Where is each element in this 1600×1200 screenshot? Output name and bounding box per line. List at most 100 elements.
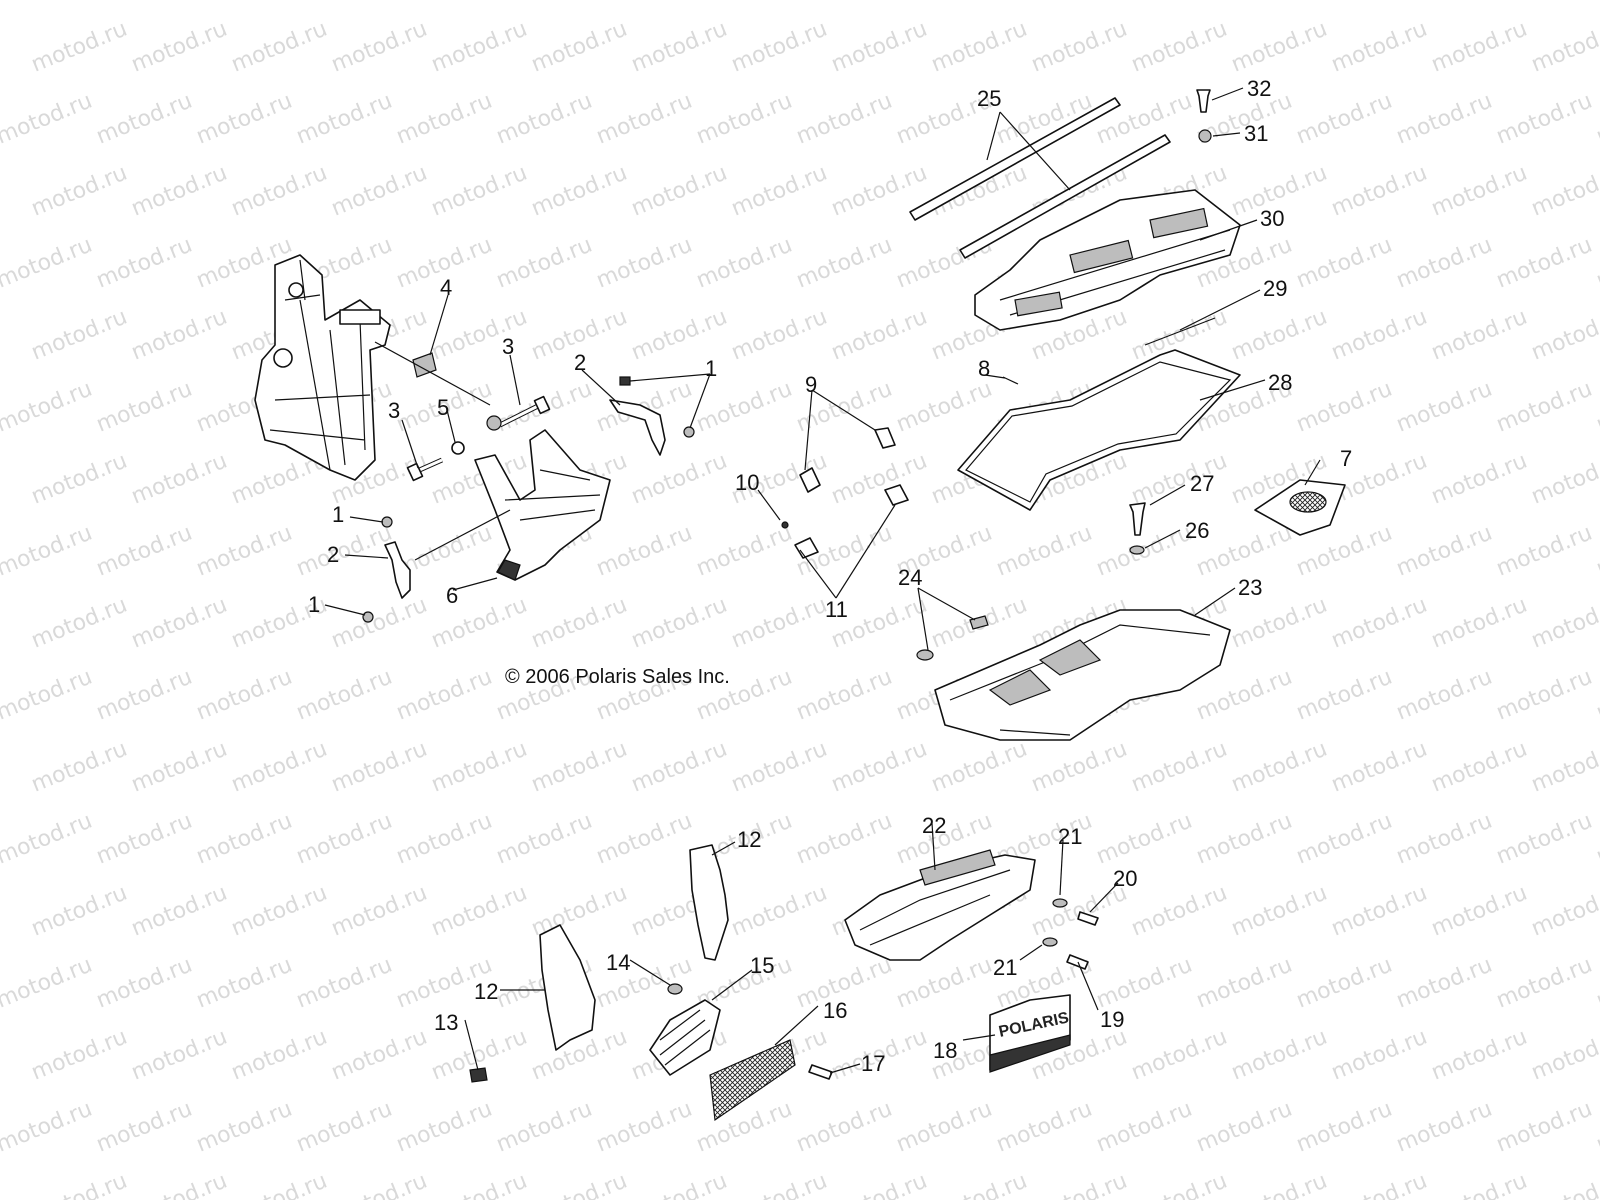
watermark-text: motod.ru	[28, 737, 131, 798]
watermark-text: motod.ru	[28, 1169, 131, 1200]
watermark-text: motod.ru	[193, 521, 296, 582]
callout-11: 11	[825, 597, 848, 622]
watermark-text: motod.ru	[128, 593, 231, 654]
watermark-text: motod.ru	[328, 737, 431, 798]
watermark-text: motod.ru	[228, 737, 331, 798]
watermark-text: motod.ru	[193, 0, 296, 6]
watermark-text: motod.ru	[1328, 593, 1431, 654]
watermark-text: motod.ru	[628, 17, 731, 78]
watermark-text: motod.ru	[1128, 737, 1231, 798]
watermark-text: motod.ru	[1093, 89, 1196, 150]
part-4-block	[412, 352, 437, 378]
watermark-text: motod.ru	[1428, 737, 1531, 798]
callout-29: 29	[1263, 276, 1287, 301]
watermark-text: motod.ru	[1593, 377, 1600, 438]
watermark-text: motod.ru	[0, 1097, 96, 1158]
watermark-text: motod.ru	[993, 1097, 1096, 1158]
watermark-text: motod.ru	[1293, 953, 1396, 1014]
watermark-text: motod.ru	[528, 593, 631, 654]
watermark-text: motod.ru	[493, 1097, 596, 1158]
watermark-text: motod.ru	[1393, 1097, 1496, 1158]
watermark-text: motod.ru	[528, 737, 631, 798]
watermark-text: motod.ru	[928, 1169, 1031, 1200]
callout-27: 27	[1190, 471, 1214, 496]
watermark-text: motod.ru	[1428, 305, 1531, 366]
cover-part-7	[1254, 479, 1346, 536]
callout-1c: 1	[308, 592, 320, 617]
watermark-text: motod.ru	[1593, 233, 1600, 294]
watermark-text: motod.ru	[1293, 809, 1396, 870]
watermark-text: motod.ru	[593, 1097, 696, 1158]
watermark-text: motod.ru	[928, 17, 1031, 78]
watermark-text: motod.ru	[1228, 881, 1331, 942]
watermark-text: motod.ru	[793, 0, 896, 6]
watermark-text: motod.ru	[228, 17, 331, 78]
watermark-text: motod.ru	[493, 809, 596, 870]
watermark-text: motod.ru	[1528, 881, 1600, 942]
watermark-text: motod.ru	[828, 1169, 931, 1200]
watermark-text: motod.ru	[0, 89, 96, 150]
front-rack-part-6	[474, 429, 611, 581]
watermark-text: motod.ru	[828, 737, 931, 798]
watermark-text: motod.ru	[93, 0, 196, 6]
strip-parts-25	[909, 97, 1171, 259]
watermark-text: motod.ru	[793, 1097, 896, 1158]
watermark-text: motod.ru	[1328, 1025, 1431, 1086]
watermark-text: motod.ru	[393, 89, 496, 150]
bolt-part-32	[1196, 89, 1211, 113]
bracket-part-2-upper	[609, 399, 666, 456]
watermark-text: motod.ru	[893, 377, 996, 438]
callout-15: 15	[750, 953, 774, 978]
watermark-text: motod.ru	[93, 1097, 196, 1158]
nut-parts-5	[451, 415, 502, 455]
watermark-text: motod.ru	[128, 305, 231, 366]
watermark-text: motod.ru	[128, 1025, 231, 1086]
pin-part-8	[1002, 376, 1019, 385]
callout-12b: 12	[474, 979, 498, 1004]
watermark-text: motod.ru	[528, 1169, 631, 1200]
copyright-text: © 2006 Polaris Sales Inc.	[505, 666, 730, 688]
watermark-text: motod.ru	[593, 809, 696, 870]
watermark-text: motod.ru	[493, 89, 596, 150]
watermark-text: motod.ru	[128, 737, 231, 798]
watermark-text: motod.ru	[93, 665, 196, 726]
bumper-part-22	[844, 849, 1036, 961]
watermark-text: motod.ru	[428, 593, 531, 654]
watermark-text: motod.ru	[128, 1169, 231, 1200]
watermark-text: motod.ru	[393, 809, 496, 870]
watermark-text: motod.ru	[1228, 1169, 1331, 1200]
callout-2a: 2	[574, 350, 586, 375]
watermark-text: motod.ru	[1593, 1097, 1600, 1158]
watermark-text: motod.ru	[1193, 0, 1296, 6]
watermark-text: motod.ru	[1328, 161, 1431, 222]
callout-labels: 32 31 25 30 29 28 8 7 27 26 23 24 9 10 1…	[308, 76, 1352, 1076]
watermark-text: motod.ru	[693, 89, 796, 150]
watermark-text: motod.ru	[193, 665, 296, 726]
watermark-text: motod.ru	[393, 1097, 496, 1158]
watermark-text: motod.ru	[1393, 0, 1496, 6]
watermark-text: motod.ru	[1328, 305, 1431, 366]
watermark-text: motod.ru	[1528, 737, 1600, 798]
watermark-text: motod.ru	[1528, 1169, 1600, 1200]
shield-part-12-lower	[539, 924, 596, 1051]
callout-8: 8	[978, 356, 990, 381]
watermark-text: motod.ru	[228, 881, 331, 942]
watermark-text: motod.ru	[1428, 593, 1531, 654]
callout-26: 26	[1185, 518, 1209, 543]
watermark-text: motod.ru	[228, 1169, 331, 1200]
watermark-text: motod.ru	[693, 1097, 796, 1158]
bolt-parts-3	[406, 395, 551, 482]
watermark-text: motod.ru	[1293, 377, 1396, 438]
watermark-text: motod.ru	[293, 665, 396, 726]
callout-5: 5	[437, 395, 449, 420]
watermark-text: motod.ru	[0, 953, 96, 1014]
watermark-text: motod.ru	[828, 17, 931, 78]
watermark-text: motod.ru	[1493, 953, 1596, 1014]
watermark-text: motod.ru	[128, 161, 231, 222]
watermark-text: motod.ru	[128, 881, 231, 942]
watermark-text: motod.ru	[428, 17, 531, 78]
watermark-text: motod.ru	[93, 521, 196, 582]
callout-28: 28	[1268, 370, 1292, 395]
watermark-text: motod.ru	[1393, 377, 1496, 438]
